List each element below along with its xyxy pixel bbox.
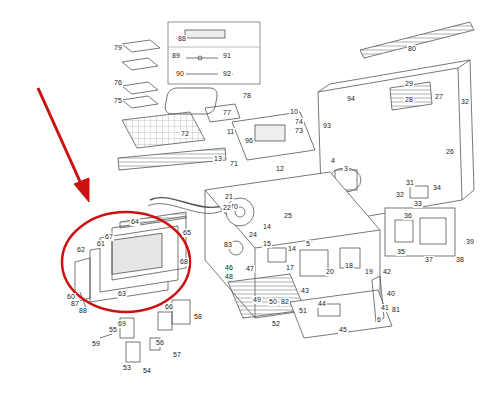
callout-number: 47 <box>245 265 255 273</box>
callout-number: 46 <box>224 264 234 272</box>
callout-number: 31 <box>405 179 415 187</box>
callout-number: 76 <box>113 79 123 87</box>
callout-number: 88 <box>78 307 88 315</box>
callout-number: 10 <box>289 108 299 116</box>
callout-number: 56 <box>155 339 165 347</box>
callout-number: 20 <box>325 268 335 276</box>
highlight-ellipse <box>62 212 190 312</box>
callout-number: 82 <box>280 298 290 306</box>
callout-number: 62 <box>76 246 86 254</box>
callout-number: 38 <box>455 256 465 264</box>
callout-number: 65 <box>182 229 192 237</box>
callout-number: 3 <box>343 165 349 173</box>
arrow-head <box>74 178 89 202</box>
callout-number: 32 <box>395 191 405 199</box>
callout-number: 83 <box>223 241 233 249</box>
callout-number: 34 <box>432 184 442 192</box>
callout-number: 90 <box>175 70 185 78</box>
callout-number: 73 <box>294 127 304 135</box>
callout-number: 24 <box>248 231 258 239</box>
callout-number: 52 <box>271 320 281 328</box>
callout-number: 18 <box>344 262 354 270</box>
callout-number: 21 <box>224 193 234 201</box>
callout-number: 11 <box>226 128 235 136</box>
callout-number: 37 <box>424 256 434 264</box>
callout-number: 57 <box>172 351 182 359</box>
callout-number: 13 <box>213 155 223 163</box>
callout-number: 33 <box>413 200 423 208</box>
callout-number: 77 <box>222 109 232 117</box>
callout-number: 6 <box>376 316 382 324</box>
callout-number: 58 <box>193 313 203 321</box>
callout-number: 5 <box>305 240 311 248</box>
callout-number: 51 <box>298 307 308 315</box>
callout-number: 19 <box>364 268 374 276</box>
callout-number: 36 <box>403 212 413 220</box>
callout-number: 44 <box>317 300 327 308</box>
callout-number: 17 <box>285 264 295 272</box>
callout-number: 74 <box>294 118 304 126</box>
callout-number: 78 <box>242 92 252 100</box>
callout-number: 55 <box>108 326 118 334</box>
callout-number: 14 <box>262 223 272 231</box>
callout-number: 66 <box>164 303 174 311</box>
callout-number: 79 <box>113 44 123 52</box>
callout-number: 42 <box>382 268 392 276</box>
callout-number: 75 <box>113 97 123 105</box>
callout-number: 81 <box>391 306 401 314</box>
callout-number: 49 <box>252 296 262 304</box>
callout-number: 68 <box>179 258 189 266</box>
pointer-arrow <box>38 88 82 186</box>
callout-number: 50 <box>268 298 278 306</box>
callout-number: 96 <box>244 137 254 145</box>
callout-number: 12 <box>275 165 285 173</box>
callout-number: 61 <box>96 240 106 248</box>
callout-number: 14 <box>287 245 297 253</box>
callout-number: 80 <box>407 45 417 53</box>
callout-number: 29 <box>404 80 414 88</box>
callout-number: 54 <box>142 367 152 375</box>
callout-number: 32 <box>460 98 470 106</box>
callout-number: 40 <box>386 290 396 298</box>
callout-number: 89 <box>171 52 181 60</box>
callout-number: 28 <box>404 96 414 104</box>
callout-number: 43 <box>300 287 310 295</box>
callout-number: 48 <box>224 273 234 281</box>
callout-number: 22 <box>222 204 232 212</box>
callout-number: 91 <box>222 52 232 60</box>
callout-number: 59 <box>91 340 101 348</box>
callout-number: 25 <box>283 212 293 220</box>
callout-number: 35 <box>396 248 406 256</box>
callout-number: 41 <box>380 304 390 312</box>
callout-number: 72 <box>180 130 190 138</box>
callout-number: 27 <box>434 93 444 101</box>
callout-number: 94 <box>346 95 356 103</box>
callout-number: 71 <box>229 160 239 168</box>
callout-number: 63 <box>117 290 127 298</box>
callout-number: 15 <box>262 240 272 248</box>
callout-number: 93 <box>322 122 332 130</box>
callout-number: 69 <box>117 320 127 328</box>
callout-number: 64 <box>130 218 140 226</box>
callout-number: 45 <box>338 326 348 334</box>
callout-number: 39 <box>465 238 475 246</box>
callout-number: 26 <box>445 148 455 156</box>
callout-number: 92 <box>222 70 232 78</box>
callout-number: 4 <box>330 157 336 165</box>
callout-number: 53 <box>122 364 132 372</box>
callout-number: 88 <box>177 35 187 43</box>
